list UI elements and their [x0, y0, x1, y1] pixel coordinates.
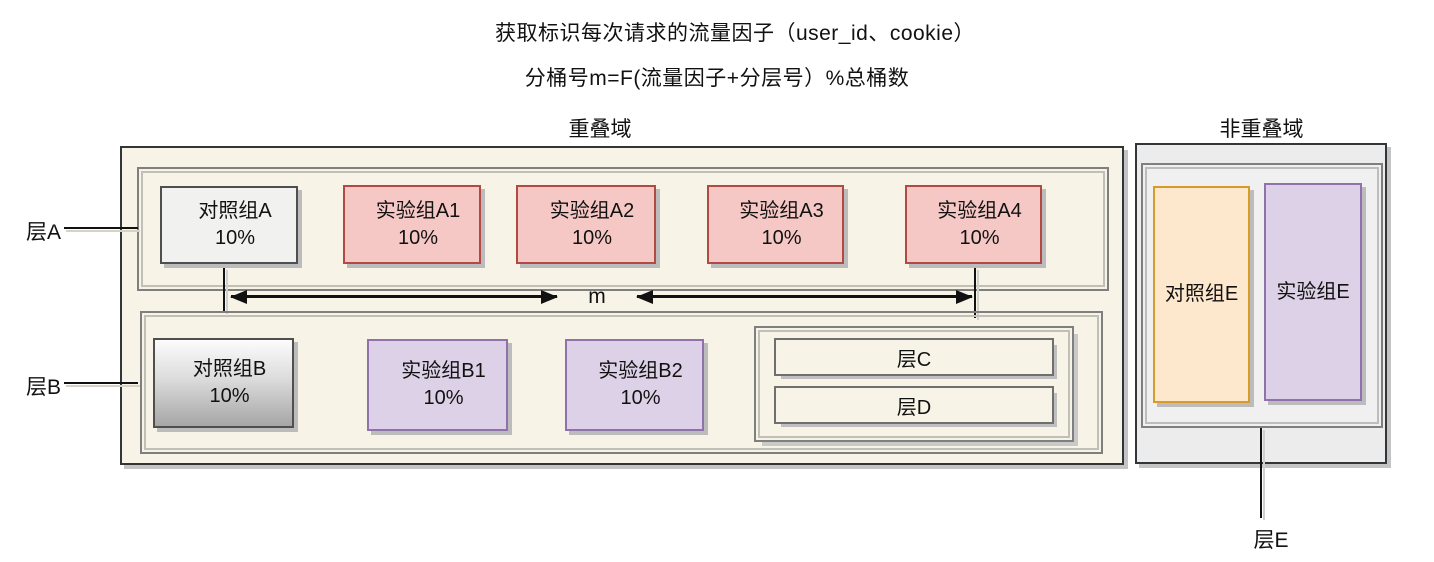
group-name: 实验组B1 [401, 360, 486, 382]
dimension-tick-left [223, 268, 225, 312]
layer-b-container [140, 311, 1103, 454]
group-box-experiment-a1: 实验组A1 10% [343, 185, 481, 264]
group-box-experiment-e: 实验组E [1264, 183, 1362, 401]
group-box-control-b: 对照组B 10% [153, 338, 294, 428]
dimension-tick-right [974, 268, 976, 318]
group-name: 实验组A1 [375, 199, 461, 222]
group-share: 10% [209, 385, 250, 407]
layer-e-connector-line [1260, 428, 1262, 518]
title-flow-factor: 获取标识每次请求的流量因子（user_id、cookie） [494, 22, 976, 45]
dimension-arrow-right [637, 295, 972, 298]
group-box-experiment-b2: 实验组B2 10% [565, 339, 704, 431]
layer-d-bar: 层D [774, 386, 1054, 424]
bucket-m-label: m [588, 285, 606, 308]
layer-e-label: 层E [1253, 529, 1289, 552]
group-name: 对照组B [192, 358, 267, 380]
group-share: 10% [959, 226, 1000, 249]
group-share: 10% [214, 227, 256, 249]
group-share: 10% [397, 226, 439, 249]
layer-b-label: 层B [26, 376, 62, 399]
layer-c-label: 层C [896, 348, 932, 371]
group-name: 对照组E [1164, 283, 1239, 305]
group-box-control-e: 对照组E [1153, 186, 1250, 403]
layer-a-connector-line [64, 227, 138, 229]
layer-b-connector-line [64, 382, 138, 384]
group-name: 对照组A [198, 200, 272, 222]
nested-layers-container [754, 326, 1074, 442]
title-bucket-formula: 分桶号m=F(流量因子+分层号）%总桶数 [524, 67, 910, 90]
group-name: 实验组A2 [549, 199, 635, 222]
layer-a-container [137, 167, 1109, 291]
layer-d-label: 层D [896, 396, 932, 419]
group-share: 10% [620, 387, 661, 409]
group-box-control-a: 对照组A 10% [160, 186, 298, 264]
non-overlap-domain-label: 非重叠域 [1219, 118, 1304, 141]
group-share: 10% [761, 226, 802, 249]
group-name: 实验组A4 [937, 199, 1022, 222]
group-box-experiment-b1: 实验组B1 10% [367, 339, 508, 431]
group-name: 实验组E [1276, 280, 1350, 303]
group-box-experiment-a3: 实验组A3 10% [707, 185, 844, 264]
group-name: 实验组B2 [598, 360, 683, 382]
group-box-experiment-a4: 实验组A4 10% [905, 185, 1042, 264]
overlap-domain-label: 重叠域 [568, 118, 632, 141]
layer-c-bar: 层C [774, 338, 1054, 376]
layer-a-label: 层A [26, 221, 62, 244]
group-share: 10% [571, 226, 613, 249]
group-name: 实验组A3 [739, 199, 824, 222]
dimension-arrow-left [231, 295, 557, 298]
group-box-experiment-a2: 实验组A2 10% [516, 185, 656, 264]
group-share: 10% [423, 387, 464, 409]
